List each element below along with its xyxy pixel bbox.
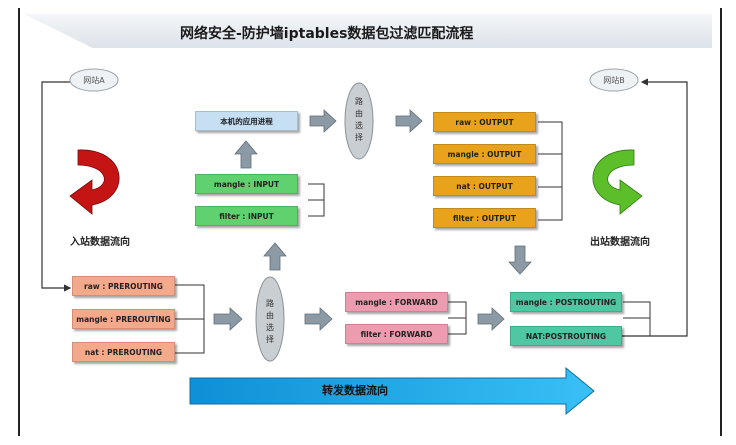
filter-forward-box: filter : FORWARD xyxy=(345,324,448,344)
route-char: 由 xyxy=(266,311,274,320)
arrow-pre-to-route xyxy=(213,307,243,331)
site-b-cloud: 网站B xyxy=(590,69,638,91)
raw-output-box: raw : OUTPUT xyxy=(433,112,536,132)
diagram-title: 网络安全-防护墙iptables数据包过滤匹配流程 xyxy=(180,26,474,42)
nat-output-box: nat : OUTPUT xyxy=(433,176,536,196)
inbound-label: 入站数据流向 xyxy=(70,237,130,248)
router-oval-bottom xyxy=(255,276,285,362)
site-b-label: 网站B xyxy=(603,76,625,85)
arrow-route-to-output xyxy=(395,109,423,133)
route-select-bottom: 路 由 选 择 xyxy=(256,290,284,354)
arrow-route-to-forward xyxy=(304,307,333,331)
arrow-input-to-local xyxy=(234,140,258,169)
title-banner xyxy=(24,14,712,48)
outbound-curve-arrow xyxy=(592,149,643,215)
site-b-line xyxy=(622,78,688,337)
site-a-label: 网站A xyxy=(83,76,105,85)
mangle-prerouting-box: mangle : PREROUTING xyxy=(72,309,175,329)
outbound-label: 出站数据流向 xyxy=(590,237,650,248)
mangle-input-box: mangle : INPUT xyxy=(195,174,298,194)
mangle-postrouting-box: mangle : POSTROUTING xyxy=(510,292,622,312)
route-char: 择 xyxy=(266,335,274,344)
diagram-frame xyxy=(18,8,722,436)
forward-flow-label: 转发数据流向 xyxy=(322,384,388,397)
route-char: 路 xyxy=(355,97,363,106)
forward-flow-arrow xyxy=(189,366,595,416)
site-a-line xyxy=(41,81,72,292)
route-char: 选 xyxy=(266,323,274,332)
cloud-shape-a xyxy=(69,68,119,92)
inbound-curve-arrow xyxy=(69,149,120,215)
route-char: 由 xyxy=(355,109,363,118)
router-oval-top xyxy=(344,82,374,160)
route-char: 择 xyxy=(355,133,363,142)
nat-prerouting-box: nat : PREROUTING xyxy=(72,342,175,362)
route-char: 路 xyxy=(266,299,274,308)
mangle-forward-box: mangle : FORWARD xyxy=(345,292,448,312)
mangle-output-box: mangle : OUTPUT xyxy=(433,144,536,164)
filter-output-box: filter : OUTPUT xyxy=(433,208,536,228)
route-char: 选 xyxy=(355,121,363,130)
nat-postrouting-box: NAT:POSTROUTING xyxy=(510,326,622,346)
arrow-forward-to-post xyxy=(477,307,505,331)
route-select-top: 路 由 选 择 xyxy=(345,88,373,152)
raw-prerouting-box: raw : PREROUTING xyxy=(72,276,175,296)
site-a-cloud: 网站A xyxy=(70,69,118,91)
arrow-output-to-post xyxy=(508,245,532,275)
cloud-shape-b xyxy=(589,68,639,92)
filter-input-box: filter : INPUT xyxy=(195,206,298,226)
local-process-box: 本机的应用进程 xyxy=(195,111,298,131)
arrow-route-to-input xyxy=(263,242,287,271)
arrow-local-to-route xyxy=(309,109,337,133)
